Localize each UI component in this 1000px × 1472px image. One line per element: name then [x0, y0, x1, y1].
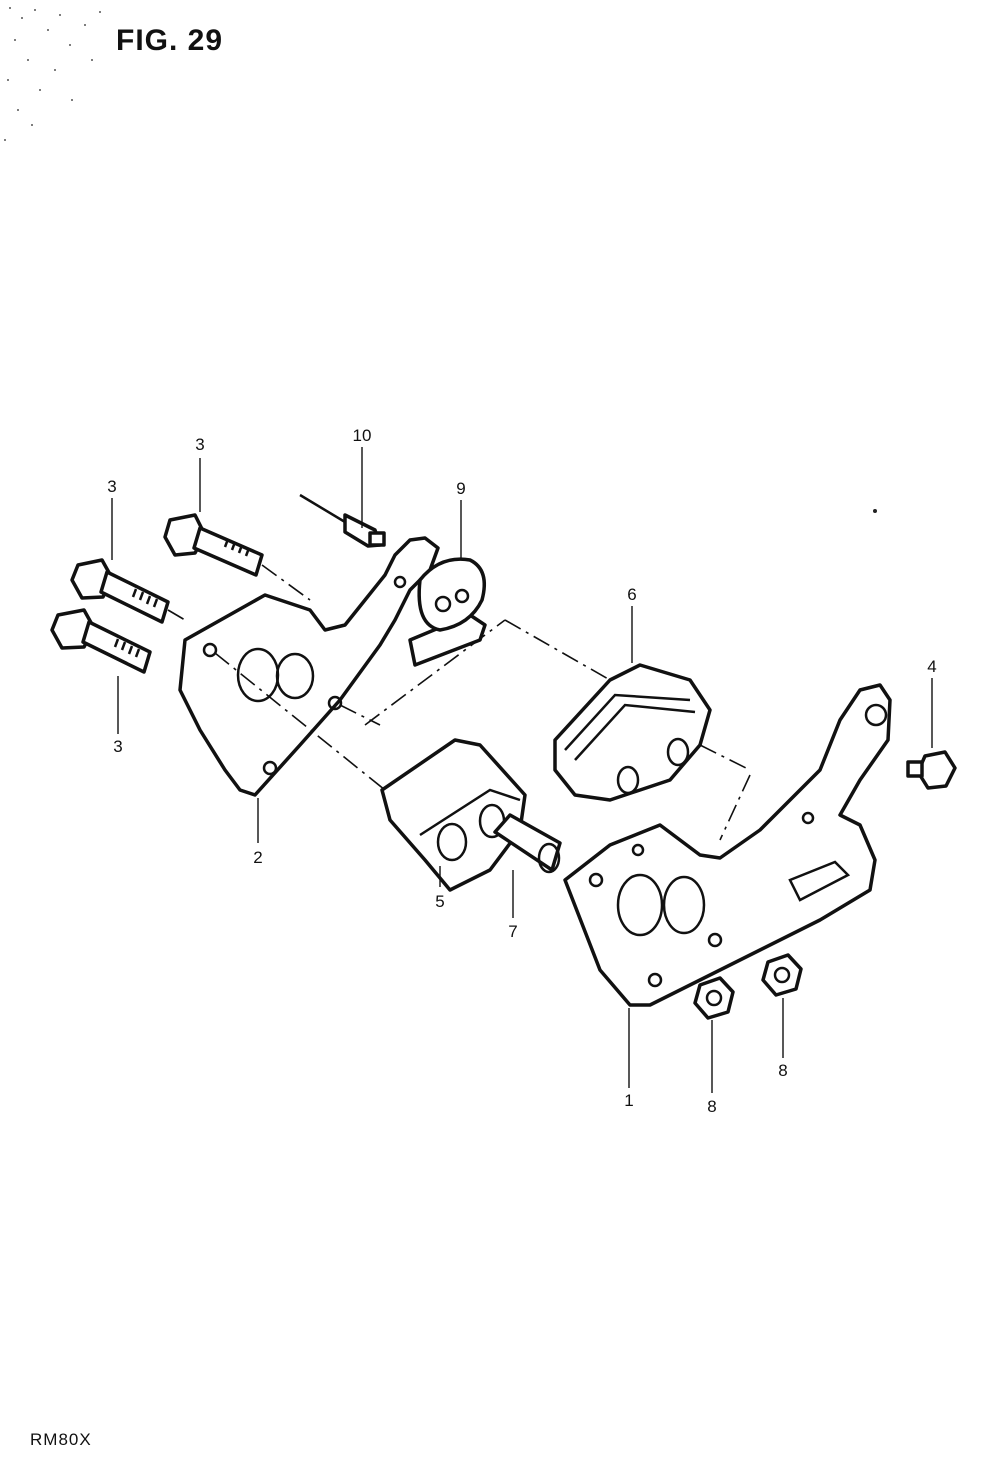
callout-3-top: 3: [195, 435, 204, 454]
part-3-bolt-middle: [70, 558, 170, 624]
callout-1: 1: [624, 1091, 633, 1110]
callout-2: 2: [253, 848, 262, 867]
part-9-spacer: [417, 557, 486, 632]
part-10-pin: [299, 493, 386, 548]
callout-5: 5: [435, 892, 444, 911]
callout-8-left: 8: [707, 1097, 716, 1116]
stray-mark: [873, 509, 877, 513]
callout-9: 9: [456, 479, 465, 498]
callout-8-right: 8: [778, 1061, 787, 1080]
callout-6: 6: [627, 585, 636, 604]
callout-labels: 3 3 3 10 9 6 4 2 5 7 1 8 8: [107, 426, 936, 1116]
part-2-left-bracket: [178, 536, 487, 797]
part-5-rubber-mount: [380, 738, 527, 892]
callout-7: 7: [508, 922, 517, 941]
assembly-centerlines: [167, 564, 751, 841]
callout-leaders: [111, 447, 933, 1093]
callout-4: 4: [927, 657, 936, 676]
part-7-collar: [493, 813, 562, 874]
part-8-nut-left: [693, 976, 735, 1020]
part-3-bolt-top: [163, 513, 264, 577]
part-8-nut-right: [761, 953, 803, 997]
part-3-bolt-lower: [50, 608, 152, 674]
part-4-bolt: [906, 750, 957, 790]
callout-10: 10: [353, 426, 372, 445]
figure-title: FIG. 29: [116, 24, 224, 57]
scan-noise: [4, 7, 101, 141]
callout-3-lower: 3: [113, 737, 122, 756]
callout-3-middle: 3: [107, 477, 116, 496]
part-6-cushion: [553, 663, 712, 802]
model-code: RM80X: [30, 1430, 92, 1449]
part-1-right-bracket: [563, 683, 892, 1007]
